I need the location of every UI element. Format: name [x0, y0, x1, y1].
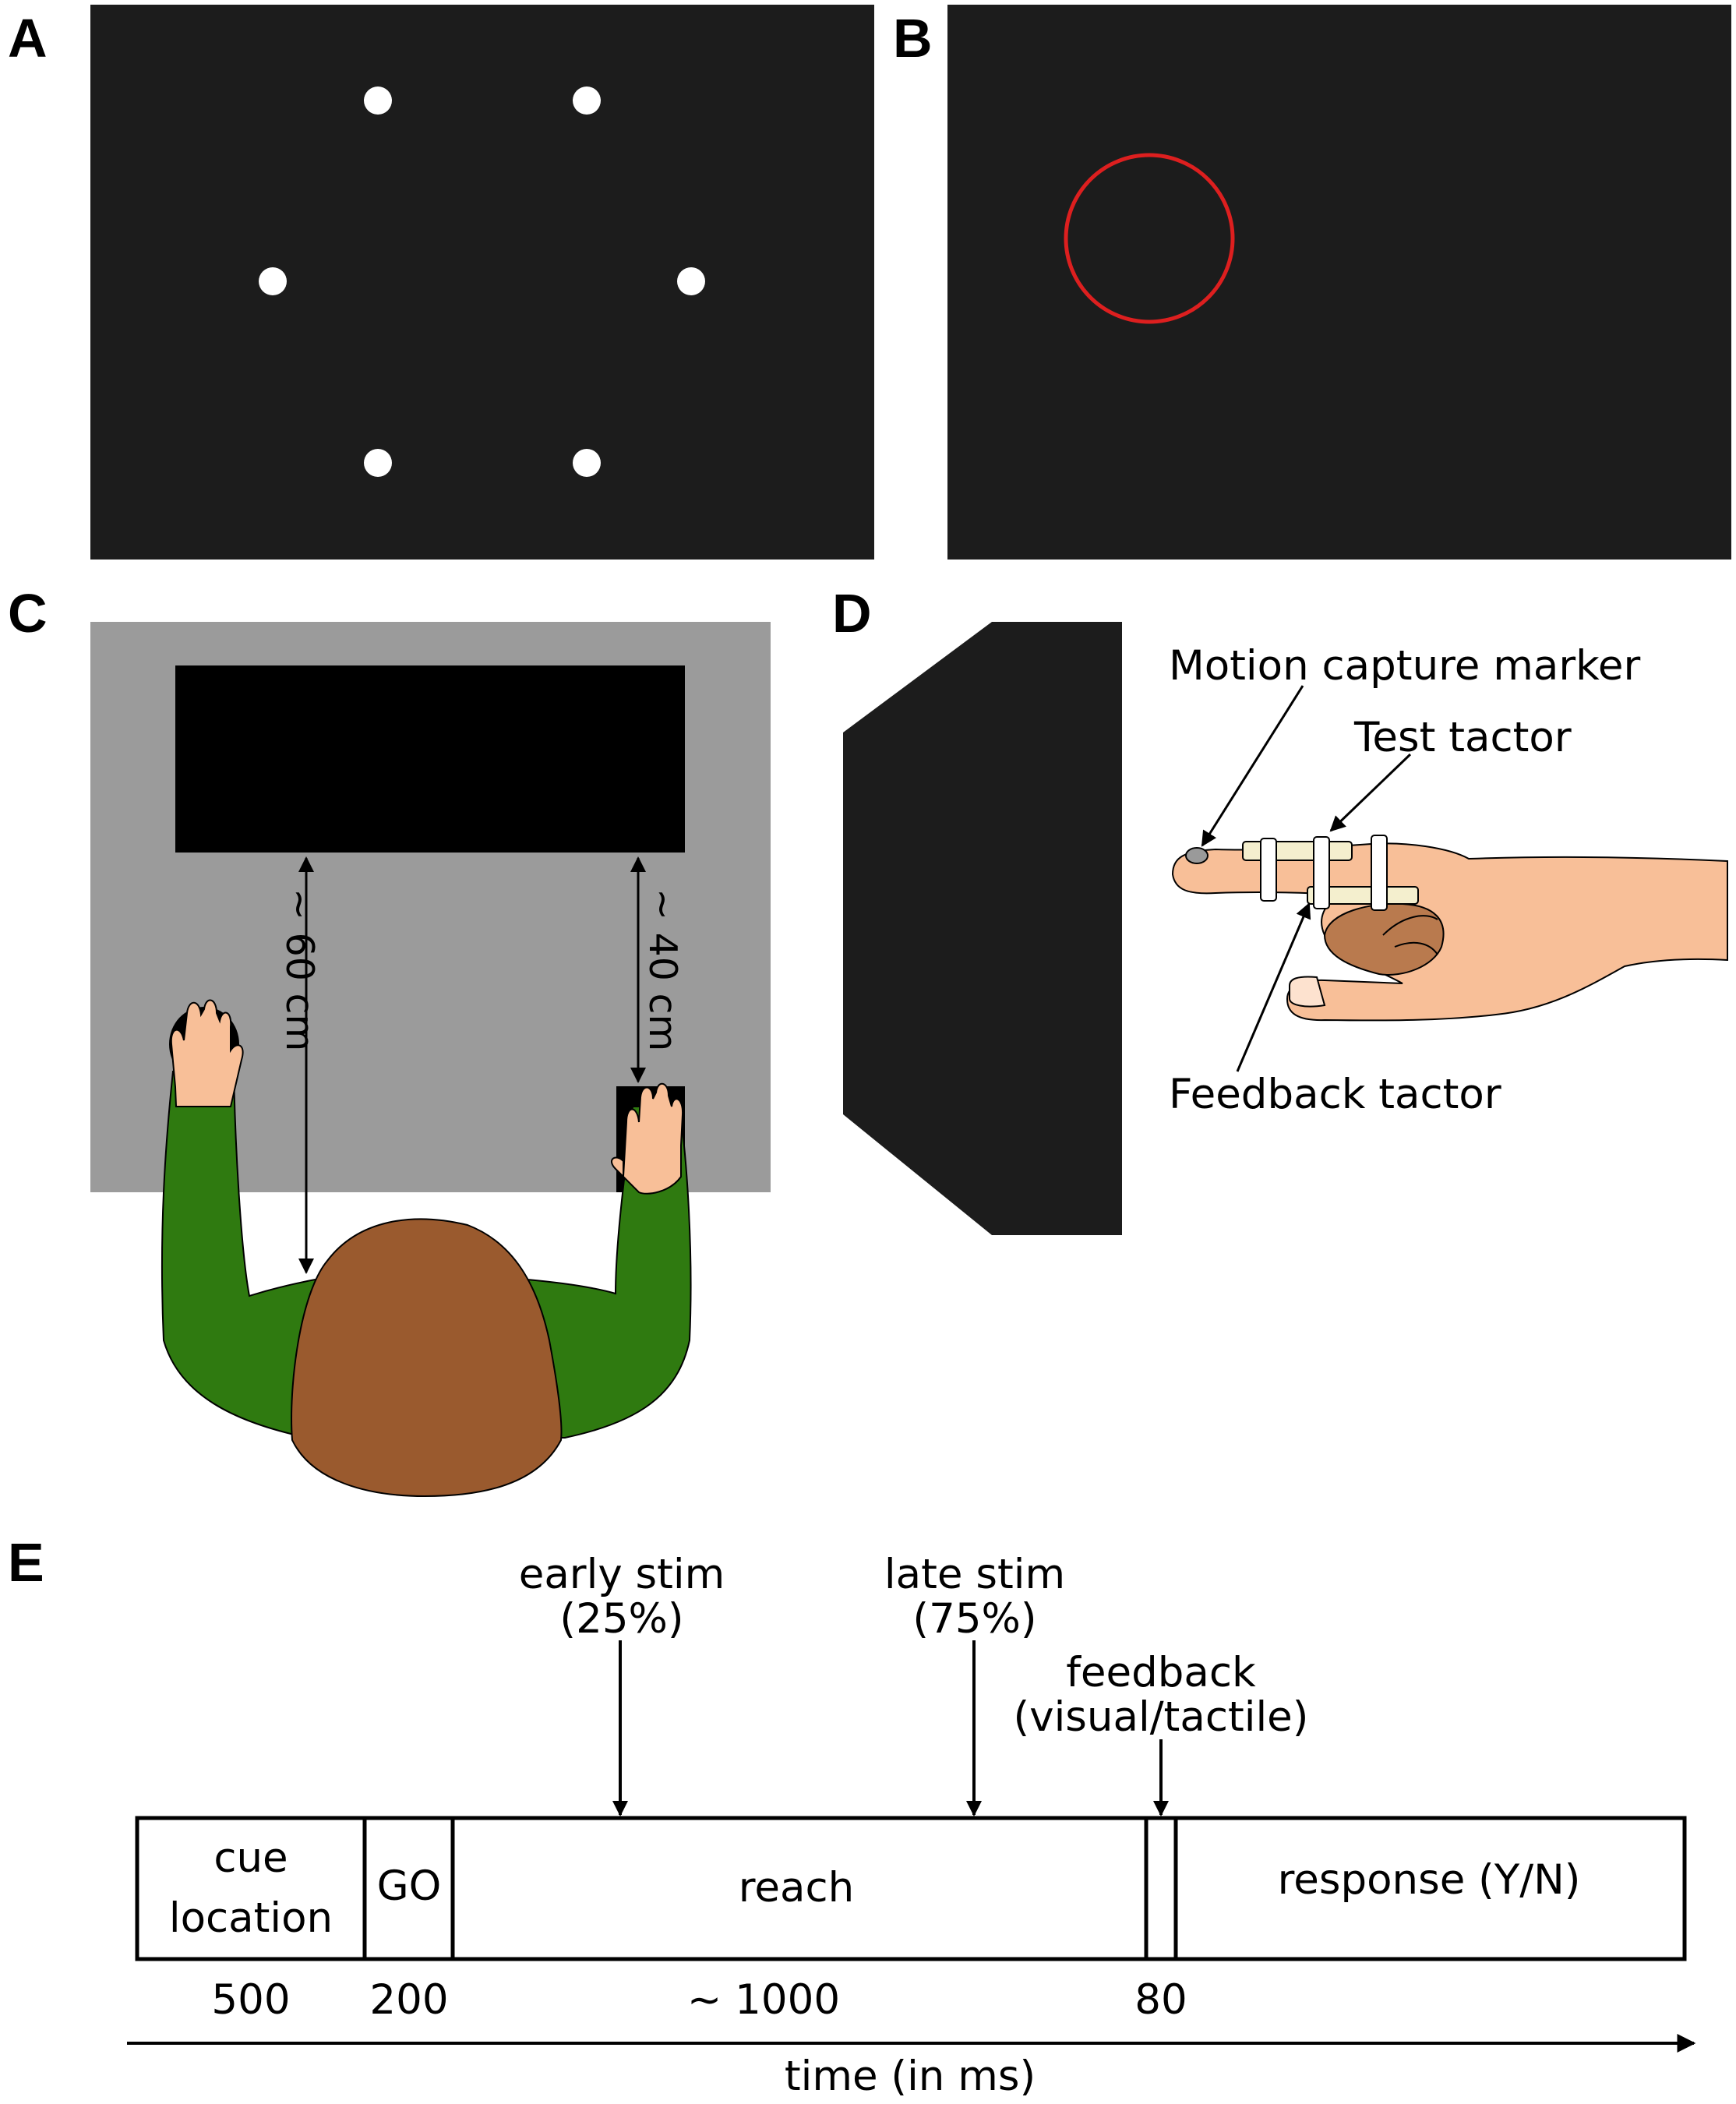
early-stim-label: early stim (25%): [518, 1551, 725, 1643]
panel-label-b: B: [893, 8, 933, 69]
palm-shadow: [1323, 902, 1445, 976]
timeline-box: [135, 1816, 1687, 1961]
target-dots-icon: [259, 86, 705, 477]
target-ring-icon: [1064, 153, 1235, 324]
panel-e: [127, 1640, 1696, 2053]
screen-a: [90, 5, 874, 560]
panel-c: [90, 622, 771, 1498]
monitor: [175, 665, 685, 853]
panel-label-a: A: [8, 8, 48, 69]
early-stim-line2: (25%): [559, 1595, 684, 1643]
late-stim-label: late stim (75%): [884, 1551, 1066, 1643]
panel-a: [90, 5, 874, 560]
strap: [1371, 835, 1388, 911]
duration-reach: ~ 1000: [686, 1976, 841, 2024]
feedback-line2: (visual/tactile): [1013, 1693, 1309, 1742]
marker-label: Motion capture marker: [1169, 642, 1641, 690]
phase-cue-label: cue location: [169, 1829, 333, 1949]
left-hand: [170, 999, 244, 1107]
duration-cue: 500: [211, 1976, 291, 2024]
target-dot: [573, 449, 601, 477]
phase-reach-label: reach: [738, 1864, 855, 1912]
strap: [1313, 836, 1330, 909]
test-tactor-label: Test tactor: [1354, 714, 1572, 761]
late-stim-line2: (75%): [912, 1595, 1037, 1643]
feedback-label: feedback (visual/tactile): [1013, 1649, 1309, 1742]
feedback-tactor-arrow: [1236, 902, 1311, 1072]
panel-label-c: C: [8, 583, 48, 644]
panel-label-d: D: [832, 583, 872, 644]
early-stim-line1: early stim: [518, 1551, 725, 1598]
screen-side: [843, 622, 1122, 1235]
feedback-tactor-icon: [1307, 886, 1419, 905]
phase-response-label: response (Y/N): [1277, 1856, 1581, 1904]
strap: [1260, 838, 1277, 902]
test-tactor-icon: [1242, 841, 1353, 861]
feedback-tactor-label: Feedback tactor: [1169, 1071, 1501, 1118]
screen-b: [947, 5, 1731, 560]
duration-go: 200: [369, 1976, 449, 2024]
feedback-line1: feedback: [1066, 1649, 1256, 1696]
target-dot: [573, 86, 601, 115]
panel-b: [947, 5, 1731, 560]
target-dot: [364, 449, 392, 477]
panel-label-e: E: [8, 1532, 44, 1593]
right-hand: [611, 1082, 684, 1195]
target-dot: [364, 86, 392, 115]
late-stim-line1: late stim: [884, 1551, 1066, 1598]
thumbnail: [1289, 976, 1326, 1008]
duration-feedback: 80: [1134, 1976, 1187, 2024]
marker-arrow: [1201, 685, 1304, 847]
panel-d: [843, 622, 1728, 1235]
time-axis-label: time (in ms): [784, 2053, 1036, 2100]
distance-label-start: ~ 40 cm: [640, 888, 685, 1052]
phase-go-label: GO: [376, 1862, 442, 1910]
phase-cue-line1: cue: [213, 1834, 288, 1882]
hair: [291, 1218, 563, 1498]
hand: [1171, 842, 1728, 1022]
target-dot: [259, 267, 287, 295]
palm-crease: [1382, 915, 1438, 955]
marker-icon: [1185, 847, 1208, 864]
target-dot: [677, 267, 705, 295]
distance-label-monitor: ~ 60 cm: [277, 888, 322, 1052]
phase-cue-line2: location: [168, 1894, 333, 1942]
test-tactor-arrow: [1329, 753, 1412, 832]
